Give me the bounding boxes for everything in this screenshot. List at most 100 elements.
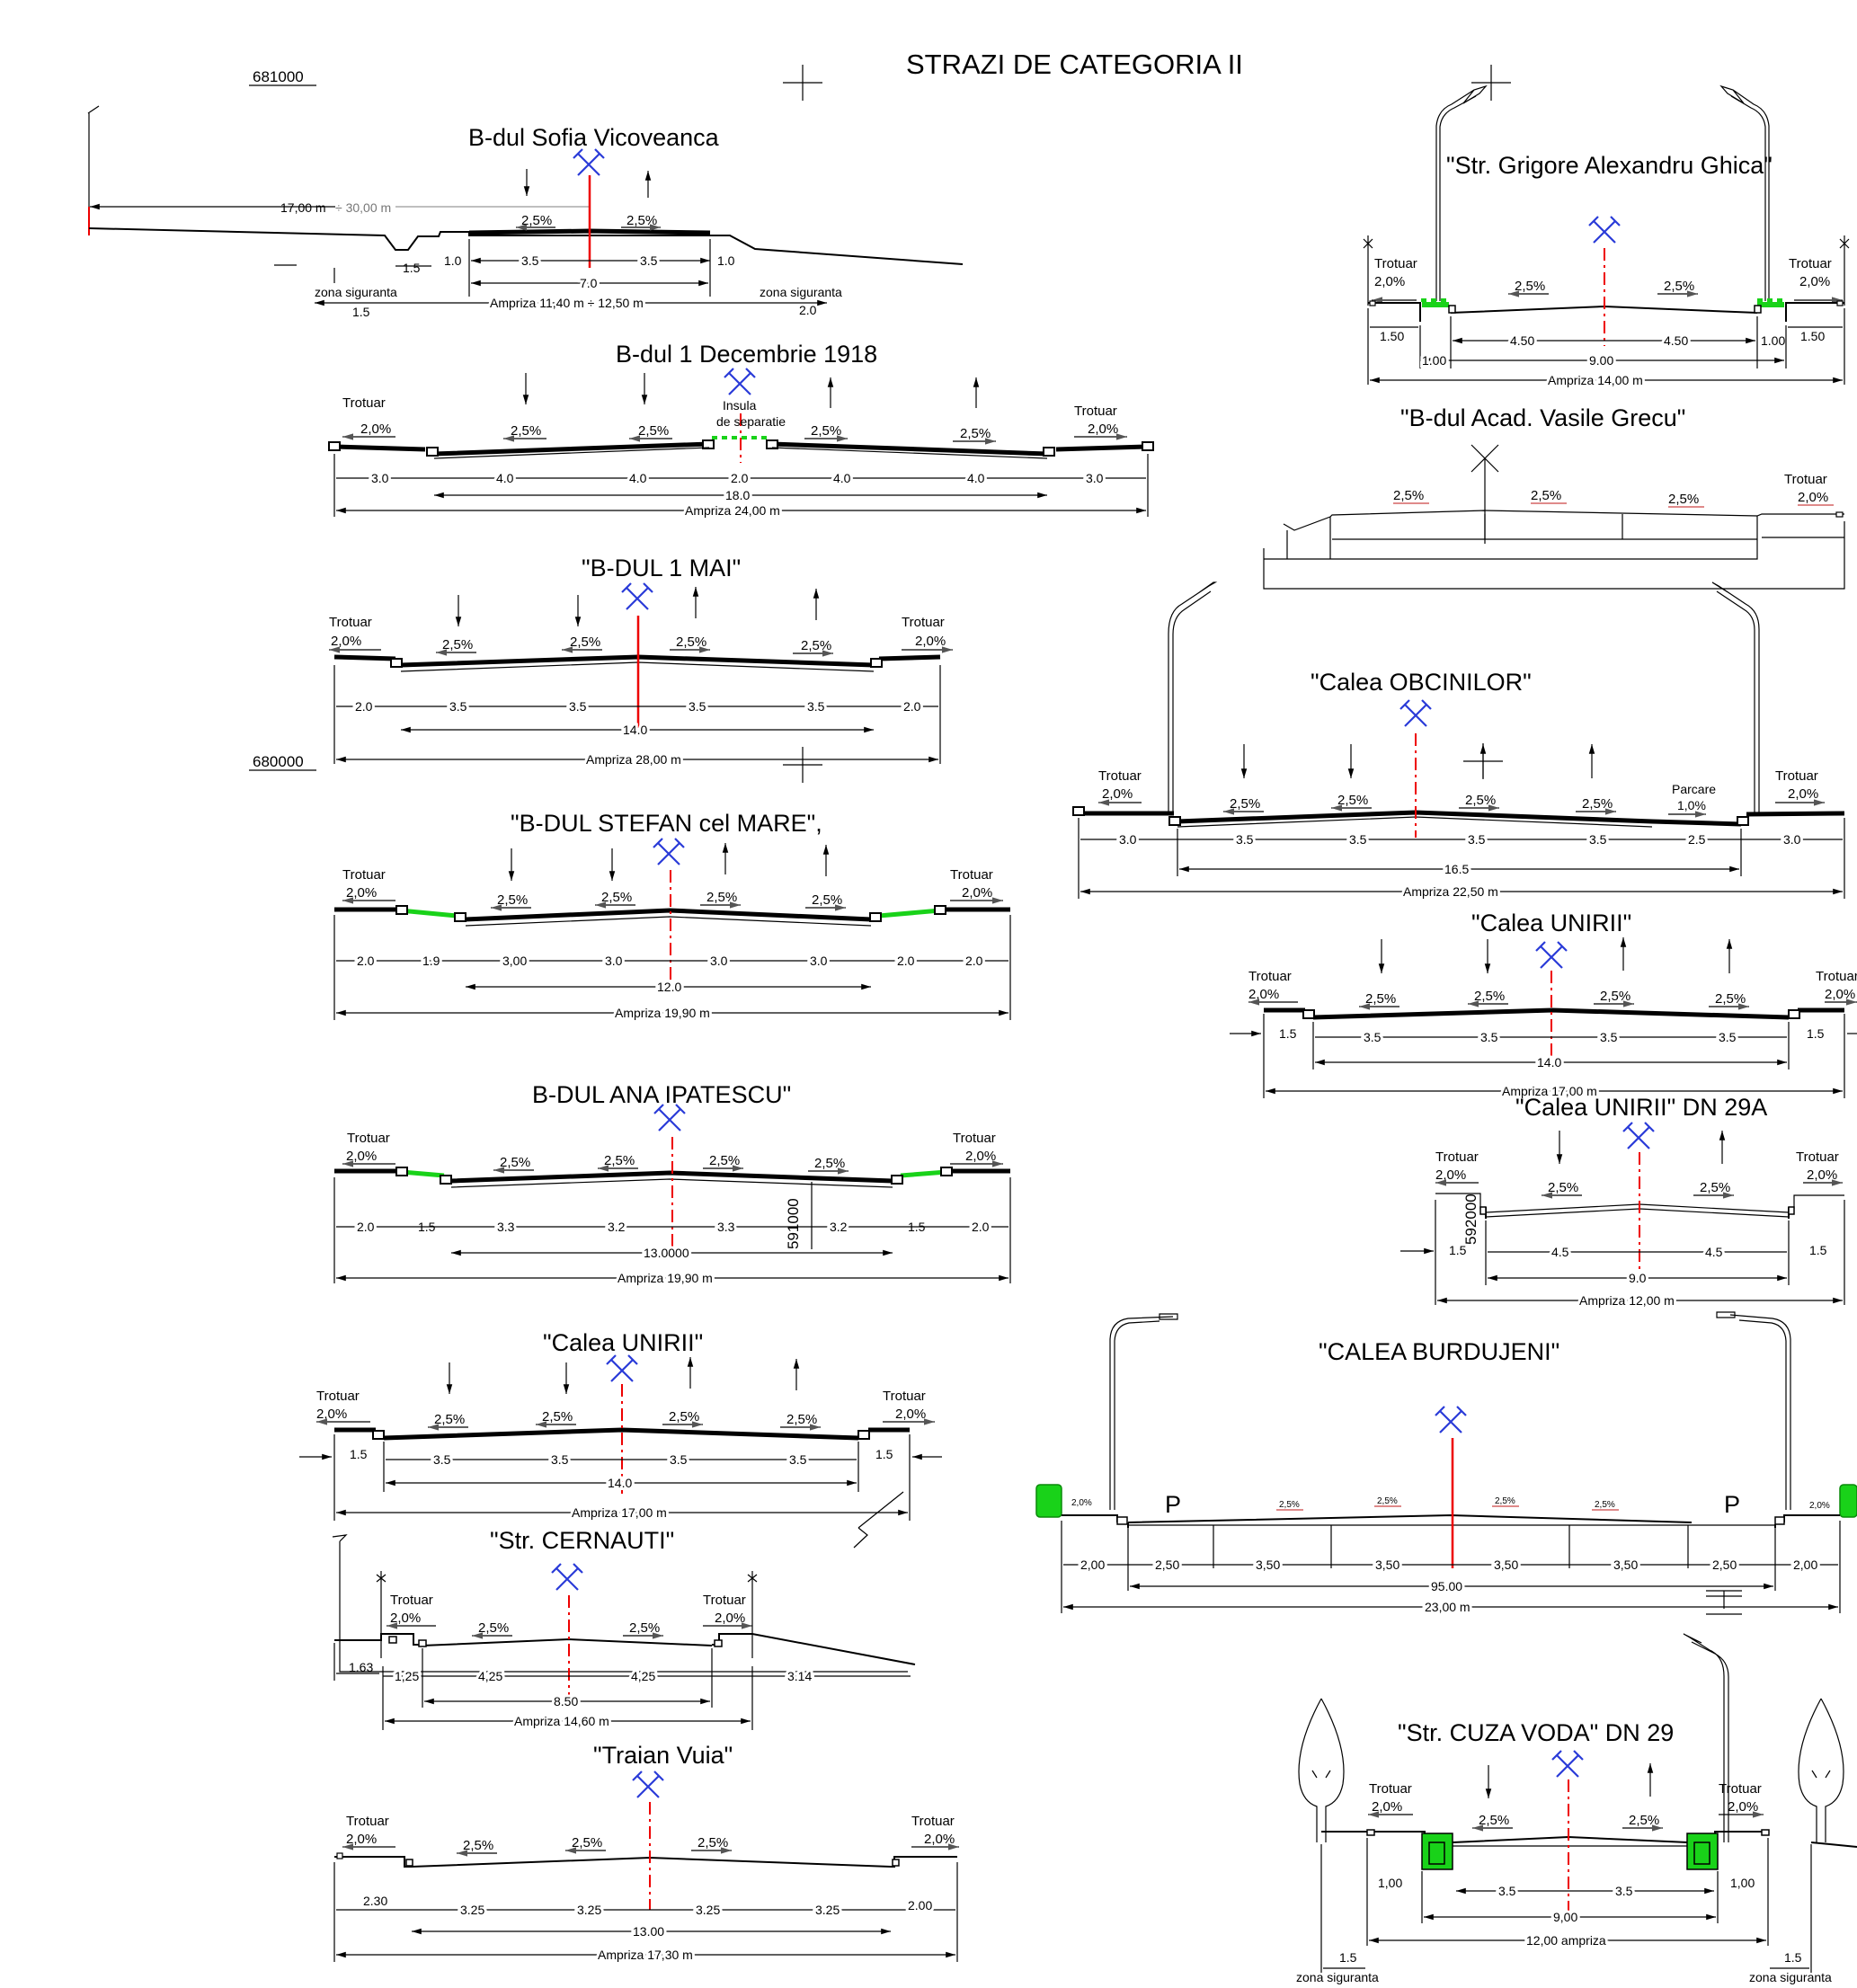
svg-text:2,5%: 2,5% bbox=[626, 213, 657, 228]
svg-text:Trotuar: Trotuar bbox=[346, 1814, 389, 1829]
svg-text:3.2: 3.2 bbox=[608, 1220, 626, 1234]
section-1-decembrie-1918: B-dul 1 Decembrie 1918 Trotuar 2,0% Trot… bbox=[328, 341, 1154, 520]
svg-text:8.50: 8.50 bbox=[554, 1694, 578, 1708]
svg-text:1.5: 1.5 bbox=[352, 305, 370, 319]
svg-text:2,5%: 2,5% bbox=[814, 1156, 845, 1171]
svg-text:2,0%: 2,0% bbox=[715, 1611, 745, 1626]
section-str-cuza-voda: "Str. CUZA VODA" DN 29 Trotuar 2,0% Trot… bbox=[1296, 1633, 1857, 1984]
section-calea-burdujeni: "CALEA BURDUJENI" 2,0% 2,0% P P 2,5% 2,5… bbox=[1035, 1311, 1857, 1617]
svg-text:2.0: 2.0 bbox=[799, 303, 817, 317]
svg-text:3.25: 3.25 bbox=[815, 1903, 840, 1917]
svg-text:3.0: 3.0 bbox=[710, 954, 728, 968]
section-title: "Traian Vuia" bbox=[593, 1742, 733, 1769]
section-ana-ipatescu: B-DUL ANA IPATESCU" Trotuar 2,0% Trotuar… bbox=[333, 1081, 1011, 1288]
section-grigore-alexandru-ghica: "Str. Grigore Alexandru Ghica" Trotuar 2… bbox=[1363, 84, 1850, 390]
svg-text:13.00: 13.00 bbox=[633, 1924, 664, 1939]
svg-text:Trotuar: Trotuar bbox=[1074, 404, 1117, 419]
dim-width-range2: ÷ 30,00 m bbox=[335, 200, 391, 215]
svg-text:Trotuar: Trotuar bbox=[1775, 768, 1818, 784]
svg-text:Trotuar: Trotuar bbox=[1248, 969, 1292, 984]
svg-text:2,0%: 2,0% bbox=[1798, 490, 1828, 505]
svg-text:Trotuar: Trotuar bbox=[911, 1814, 955, 1829]
svg-text:2,5%: 2,5% bbox=[1664, 279, 1694, 294]
svg-text:3,50: 3,50 bbox=[1494, 1558, 1518, 1572]
svg-text:Trotuar: Trotuar bbox=[342, 867, 386, 883]
coord-680000: 680000 bbox=[253, 753, 304, 770]
section-title: "Str. Grigore Alexandru Ghica" bbox=[1446, 152, 1773, 179]
svg-text:3.0: 3.0 bbox=[1783, 832, 1801, 847]
svg-text:2,5%: 2,5% bbox=[811, 423, 841, 439]
svg-text:2,5%: 2,5% bbox=[1230, 796, 1260, 812]
svg-text:3.25: 3.25 bbox=[577, 1903, 601, 1917]
svg-text:1.00: 1.00 bbox=[1761, 333, 1785, 348]
section-title: "Calea UNIRII" bbox=[1471, 910, 1631, 936]
svg-text:1.0: 1.0 bbox=[717, 253, 735, 268]
svg-text:zona siguranta: zona siguranta bbox=[315, 285, 397, 299]
svg-text:2,5%: 2,5% bbox=[572, 1835, 602, 1850]
svg-text:1.63: 1.63 bbox=[349, 1660, 373, 1674]
svg-text:13.0000: 13.0000 bbox=[644, 1246, 689, 1260]
svg-text:2,0%: 2,0% bbox=[1809, 1501, 1830, 1511]
tree-left bbox=[1035, 1484, 1062, 1518]
svg-text:2,5%: 2,5% bbox=[1365, 991, 1396, 1007]
svg-text:4.5: 4.5 bbox=[1551, 1245, 1569, 1259]
svg-text:3.5: 3.5 bbox=[670, 1452, 688, 1467]
svg-text:Ampriza 12,00 m: Ampriza 12,00 m bbox=[1579, 1293, 1675, 1308]
svg-text:2,0%: 2,0% bbox=[1728, 1799, 1758, 1815]
svg-text:Ampriza 22,50 m: Ampriza 22,50 m bbox=[1403, 884, 1498, 899]
svg-text:P: P bbox=[1724, 1491, 1740, 1518]
svg-text:3.5: 3.5 bbox=[521, 253, 539, 268]
svg-text:2,0%: 2,0% bbox=[390, 1611, 421, 1626]
svg-text:2,5%: 2,5% bbox=[812, 892, 842, 908]
svg-text:zona siguranta: zona siguranta bbox=[1296, 1970, 1379, 1984]
svg-text:7.0: 7.0 bbox=[580, 276, 598, 290]
svg-text:2,0%: 2,0% bbox=[1825, 987, 1855, 1002]
svg-text:2,0%: 2,0% bbox=[1799, 274, 1830, 289]
section-calea-unirii-right: "Calea UNIRII" Trotuar 2,0% Trotuar 2,0%… bbox=[1230, 910, 1857, 1101]
svg-text:Ampriza 24,00 m: Ampriza 24,00 m bbox=[685, 503, 780, 518]
svg-text:Ampriza 14,60 m: Ampriza 14,60 m bbox=[514, 1714, 609, 1728]
section-title: "Str. CERNAUTI" bbox=[490, 1527, 674, 1554]
svg-text:14.0: 14.0 bbox=[608, 1476, 632, 1490]
section-title: "Str. CUZA VODA" DN 29 bbox=[1398, 1719, 1674, 1746]
svg-text:2.30: 2.30 bbox=[363, 1894, 387, 1908]
svg-text:3.5: 3.5 bbox=[433, 1452, 451, 1467]
svg-text:Ampriza 28,00 m: Ampriza 28,00 m bbox=[586, 752, 681, 767]
svg-text:2,0%: 2,0% bbox=[1071, 1498, 1092, 1508]
svg-text:2.0: 2.0 bbox=[965, 954, 983, 968]
svg-text:2,50: 2,50 bbox=[1155, 1558, 1179, 1572]
svg-text:1.50: 1.50 bbox=[1800, 329, 1825, 343]
svg-text:2.0: 2.0 bbox=[903, 699, 921, 714]
svg-text:2,5%: 2,5% bbox=[570, 635, 600, 650]
svg-text:12,00 ampriza: 12,00 ampriza bbox=[1526, 1933, 1606, 1948]
svg-text:3.5: 3.5 bbox=[1480, 1030, 1498, 1044]
svg-text:2,5%: 2,5% bbox=[1337, 793, 1368, 808]
svg-text:1.5: 1.5 bbox=[418, 1220, 436, 1234]
svg-text:Trotuar: Trotuar bbox=[883, 1389, 926, 1404]
svg-text:2,5%: 2,5% bbox=[521, 213, 552, 228]
svg-text:3.5: 3.5 bbox=[449, 699, 467, 714]
svg-text:Trotuar: Trotuar bbox=[1098, 768, 1142, 784]
svg-text:3.0: 3.0 bbox=[1086, 471, 1104, 485]
svg-text:2,0%: 2,0% bbox=[1807, 1167, 1837, 1183]
svg-text:3.5: 3.5 bbox=[569, 699, 587, 714]
svg-text:18.0: 18.0 bbox=[725, 488, 750, 502]
svg-text:Trotuar: Trotuar bbox=[1796, 1149, 1839, 1165]
svg-text:Ampriza 19,90 m: Ampriza 19,90 m bbox=[615, 1006, 710, 1020]
svg-text:4.50: 4.50 bbox=[1510, 333, 1534, 348]
svg-text:2,0%: 2,0% bbox=[360, 422, 391, 437]
svg-text:2,5%: 2,5% bbox=[497, 892, 528, 908]
svg-text:1.5: 1.5 bbox=[875, 1447, 893, 1461]
svg-text:3.5: 3.5 bbox=[689, 699, 706, 714]
svg-text:2,5%: 2,5% bbox=[669, 1409, 699, 1424]
svg-text:2,0%: 2,0% bbox=[895, 1407, 926, 1422]
section-title: B-DUL ANA IPATESCU" bbox=[532, 1081, 791, 1108]
tree-icon bbox=[1298, 1698, 1345, 1842]
svg-text:Trotuar: Trotuar bbox=[390, 1593, 433, 1608]
svg-text:3.0: 3.0 bbox=[605, 954, 623, 968]
svg-text:1.5: 1.5 bbox=[1339, 1950, 1357, 1965]
svg-text:2,5%: 2,5% bbox=[601, 890, 632, 905]
svg-text:2,0%: 2,0% bbox=[1435, 1167, 1466, 1183]
svg-text:Trotuar: Trotuar bbox=[1784, 472, 1827, 487]
svg-text:2.0: 2.0 bbox=[731, 471, 749, 485]
